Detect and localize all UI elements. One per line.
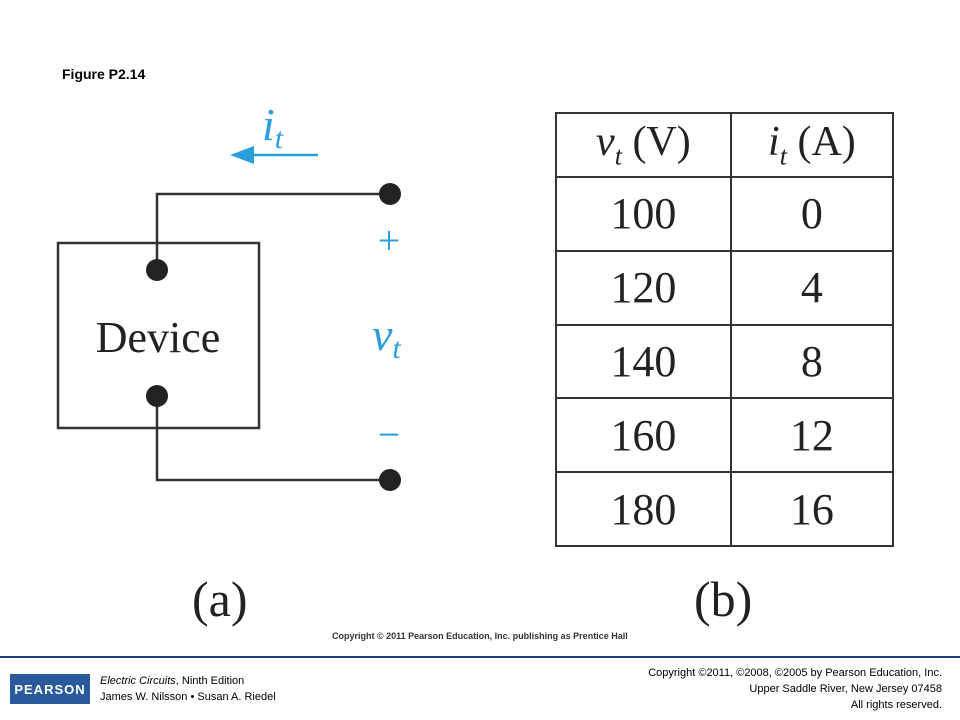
table-row: 100 0 bbox=[555, 176, 895, 252]
table-header-current: it (A) bbox=[729, 112, 895, 178]
copyright-block: Copyright ©2011, ©2008, ©2005 by Pearson… bbox=[648, 665, 942, 713]
voltage-subscript: t bbox=[392, 332, 401, 365]
table-cell-current: 8 bbox=[729, 323, 895, 400]
copyright-line-3: All rights reserved. bbox=[850, 699, 942, 711]
table-cell-voltage: 140 bbox=[555, 323, 732, 400]
figure-title: Figure P2.14 bbox=[62, 66, 146, 82]
table-row: 160 12 bbox=[555, 397, 895, 474]
table-cell-current: 12 bbox=[729, 397, 895, 474]
device-terminal-bottom bbox=[146, 385, 168, 407]
table-header-row: vt (V) it (A) bbox=[555, 112, 895, 178]
top-wire bbox=[155, 192, 390, 270]
current-subscript: t bbox=[275, 122, 284, 155]
book-edition: , Ninth Edition bbox=[175, 675, 245, 687]
table-row: 120 4 bbox=[555, 249, 895, 326]
plus-sign: + bbox=[378, 218, 401, 263]
copyright-line-2: Upper Saddle River, New Jersey 07458 bbox=[749, 683, 942, 695]
voltage-label: vt bbox=[372, 309, 401, 365]
panel-label-b: (b) bbox=[694, 571, 753, 627]
device-terminal-top bbox=[146, 259, 168, 281]
book-info: Electric Circuits, Ninth Edition James W… bbox=[100, 673, 276, 705]
table-row: 140 8 bbox=[555, 323, 895, 400]
table-cell-voltage: 120 bbox=[555, 249, 732, 326]
table-cell-voltage: 180 bbox=[555, 471, 732, 547]
table-cell-current: 4 bbox=[729, 249, 895, 326]
current-label: it bbox=[262, 99, 284, 155]
terminal-bottom bbox=[379, 469, 401, 491]
pearson-logo: PEARSON bbox=[10, 674, 90, 704]
table-row: 180 16 bbox=[555, 471, 895, 547]
table-cell-current: 16 bbox=[729, 471, 895, 547]
book-authors: James W. Nilsson • Susan A. Riedel bbox=[100, 691, 276, 703]
copyright-line-1: Copyright ©2011, ©2008, ©2005 by Pearson… bbox=[648, 667, 942, 679]
device-label: Device bbox=[96, 313, 221, 362]
pearson-logo-text: PEARSON bbox=[14, 681, 86, 697]
table-cell-voltage: 100 bbox=[555, 176, 732, 252]
book-title: Electric Circuits bbox=[100, 675, 176, 687]
panel-label-a: (a) bbox=[192, 571, 248, 627]
table-cell-voltage: 160 bbox=[555, 397, 732, 474]
table-header-voltage: vt (V) bbox=[555, 112, 732, 178]
bottom-wire bbox=[155, 396, 390, 482]
footer-divider bbox=[0, 656, 960, 658]
data-table: vt (V) it (A) 100 0 120 4 140 8 160 12 1… bbox=[555, 112, 895, 547]
minus-sign: − bbox=[378, 412, 401, 457]
image-copyright: Copyright © 2011 Pearson Education, Inc.… bbox=[332, 631, 628, 641]
terminal-top bbox=[379, 183, 401, 205]
table-cell-current: 0 bbox=[729, 176, 895, 252]
voltage-symbol: v bbox=[372, 309, 393, 360]
current-symbol: i bbox=[262, 99, 275, 150]
device-box bbox=[56, 241, 261, 430]
current-arrow-head bbox=[230, 146, 254, 164]
